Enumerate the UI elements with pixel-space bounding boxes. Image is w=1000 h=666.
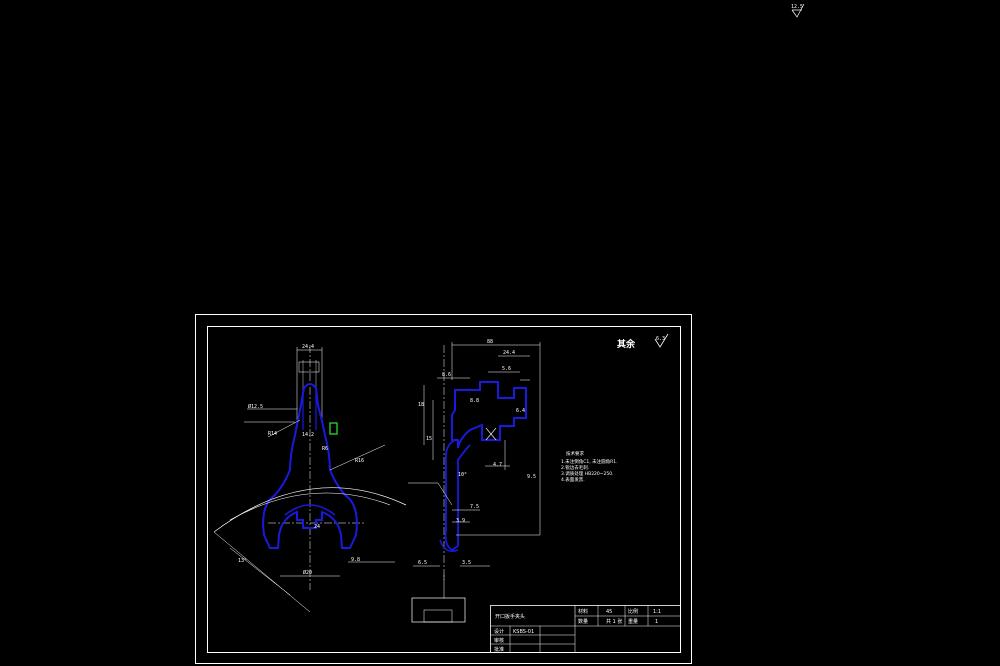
dim-side-12: 10° [458,472,467,478]
dim-side-9: 7.5 [470,504,479,510]
notes-item-4: 4.表面发黑. [561,476,585,483]
dim-front-5: R16 [355,458,364,464]
notes-title: 技术要求 [566,450,584,457]
dim-side-4: 8.8 [470,398,479,404]
sheet-inner-border [207,326,681,653]
tb-scale-value: 1:1 [653,609,661,615]
dim-front-4: R6 [322,446,328,452]
dim-front-3: 14.2 [302,432,314,438]
tb-material-label: 材料 [578,608,588,615]
dim-side-1: 24.4 [503,350,515,356]
tb-part-name: 开口扳手夹头 [495,613,525,620]
highlight-marker [329,422,338,435]
dim-front-7: 9.8 [351,557,360,563]
tb-qty-value: 1 [655,619,658,625]
dim-side-10: 3.9 [456,518,465,524]
roughness-symbol-top: 12.5 [791,3,805,18]
roughness-top-value: 12.5 [791,4,803,10]
dim-side-0: 88 [487,339,493,345]
notes-item-2: 2.锐边去毛刺. [561,464,589,471]
tb-approver-label: 批准 [494,646,504,653]
side-view: 88 24.4 8.6 5.6 8.8 18 15 6.4 4.7 7.5 3.… [408,339,541,623]
sheet-outer-border [195,314,692,664]
dim-side-3: 5.6 [502,366,511,372]
dim-front-6: 24 [314,524,320,530]
tb-sheet-label: 共 1 张 [606,618,622,625]
side-profile [451,381,527,449]
wrench-profile [262,383,358,549]
tb-weight-label: 重量 [628,618,638,625]
roughness-rest-annotation: 其余 6.3 [617,333,669,350]
notes-item-3: 3.调质处理 HB220~250. [561,470,614,477]
dim-side-5: 18 [418,402,424,408]
dim-side-13: 3.5 [462,560,471,566]
tb-drawing-no: KSBS-01 [513,629,534,635]
front-view: 24.4 Ø12.5 R14 14.2 R6 R16 24 9.8 Ø20 13… [213,344,407,613]
dim-side-7: 6.4 [516,408,525,414]
technical-notes: 技术要求 1.未注倒角C1, 未注圆角R1. 2.锐边去毛刺. 3.调质处理 H… [561,450,618,483]
dim-front-9: 13° [238,558,247,564]
roughness-rest-value: 6.3 [656,336,665,342]
roughness-rest-label: 其余 [617,338,636,350]
tb-checker-label: 审核 [494,637,504,644]
dim-front-8: Ø20 [303,569,312,576]
notes-item-1: 1.未注倒角C1, 未注圆角R1. [561,458,618,465]
title-block: 开口扳手夹头 材料 45 比例 1:1 数量 共 1 张 重量 1 设计 审核 … [490,605,681,653]
tb-material-value: 45 [606,609,612,615]
dim-side-8: 4.7 [493,462,502,468]
dim-side-2: 8.6 [442,372,451,378]
dim-front-2: R14 [268,431,277,437]
dim-side-11: 6.5 [418,560,427,566]
dim-front-1: Ø12.5 [248,403,263,410]
dim-front-0: 24.4 [302,344,314,350]
dim-side-6: 15 [426,436,432,442]
tb-scale-label: 比例 [628,608,638,615]
tb-designer-label: 设计 [494,628,504,635]
dim-side-14: 9.5 [527,474,536,480]
tb-qty-label: 数量 [578,618,588,625]
